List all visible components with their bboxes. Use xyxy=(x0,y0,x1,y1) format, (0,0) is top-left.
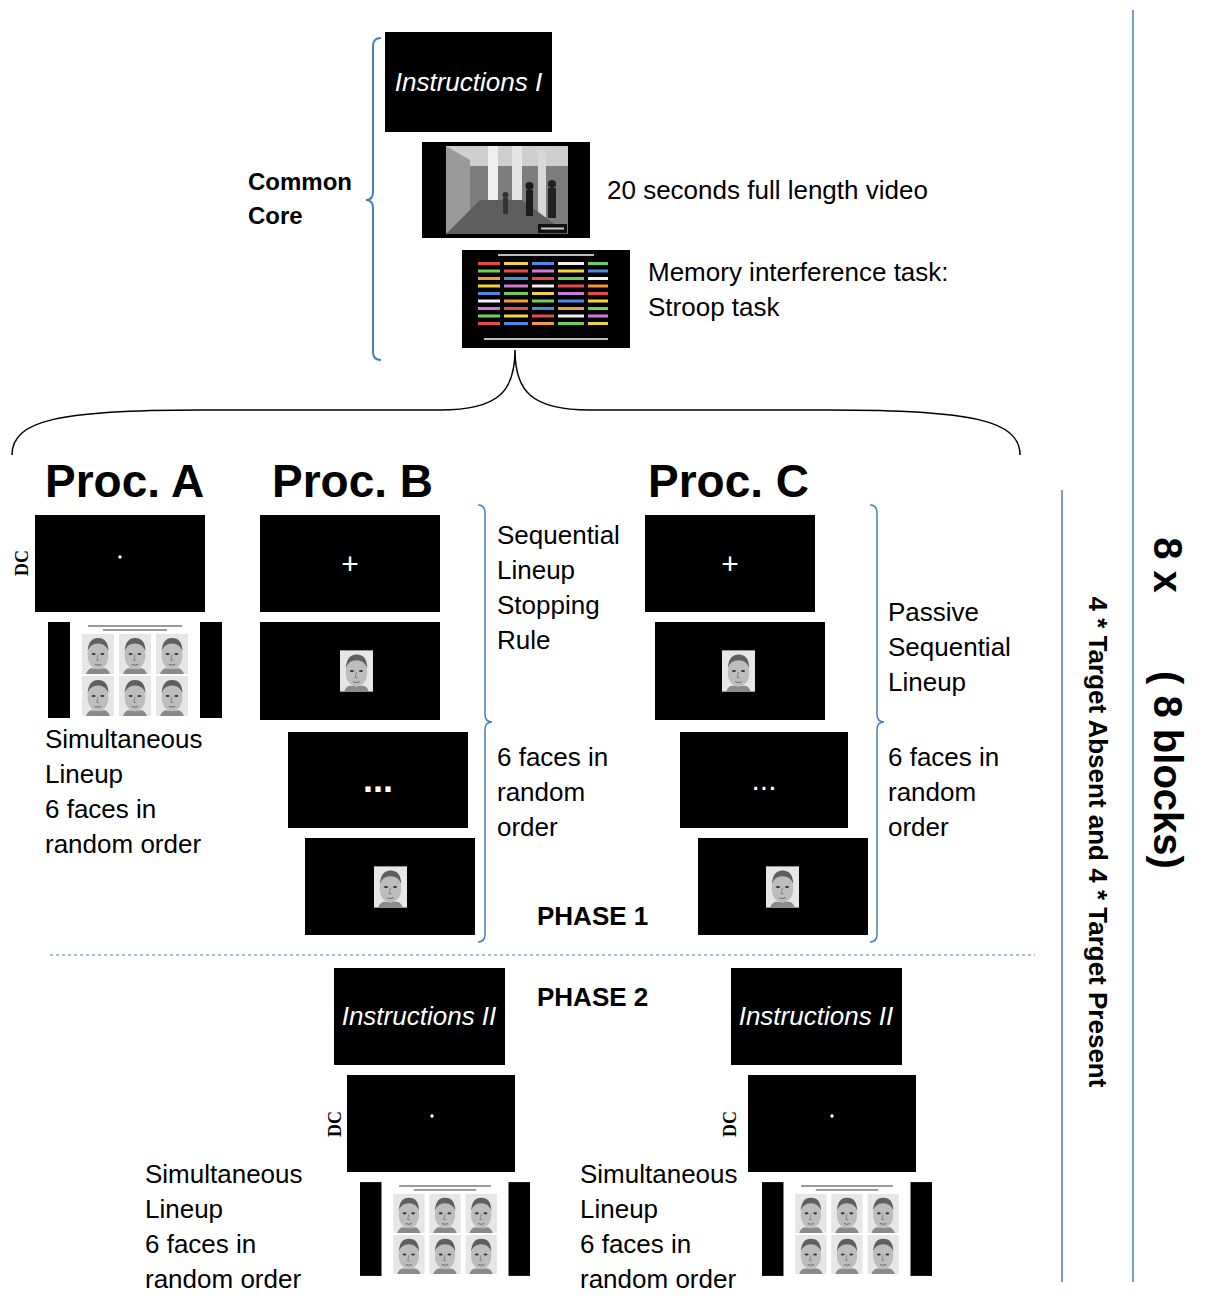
step-bracket xyxy=(478,505,492,942)
procedure-heading: Proc. B xyxy=(272,455,433,508)
fixation-dot xyxy=(830,1114,833,1117)
instruction-screen: Instructions II xyxy=(731,968,902,1065)
face-screen xyxy=(260,622,440,720)
dot-screen xyxy=(35,515,205,612)
timestamp-mark xyxy=(541,228,564,230)
face-photo xyxy=(374,866,407,907)
face-photo xyxy=(722,650,755,691)
lineup-caption: 6 faces in random order xyxy=(580,1227,780,1297)
walker xyxy=(548,188,556,218)
screen-text: Instructions I xyxy=(395,67,542,98)
walker xyxy=(503,198,508,214)
block-rule xyxy=(1132,10,1134,1282)
lineup-caption: 6 faces in random order xyxy=(45,792,245,862)
lineup-caption: Passive Sequential Lineup xyxy=(888,595,1028,700)
text-line xyxy=(498,254,594,256)
lineup-image xyxy=(360,1182,530,1276)
ellipsis-screen: ... xyxy=(680,732,848,828)
ellipsis-screen: ... xyxy=(288,732,468,828)
screen-text: + xyxy=(721,547,739,581)
dc-label: DC xyxy=(720,1111,741,1137)
group-bracket xyxy=(366,38,381,360)
step-caption: Memory interference task: Stroop task xyxy=(648,255,983,325)
lineup-image xyxy=(48,622,222,718)
photo xyxy=(446,146,568,234)
fixation-dot xyxy=(430,1114,433,1117)
phase-label: PHASE 1 xyxy=(537,900,648,932)
face-screen xyxy=(655,622,825,720)
screen-text: Instructions II xyxy=(342,1001,497,1032)
step-caption: 20 seconds full length video xyxy=(607,173,928,208)
lineup-caption: 6 faces in random order xyxy=(888,740,1023,845)
block-count: 8 x xyxy=(1145,537,1191,593)
stroop-screen xyxy=(462,250,630,348)
phase-divider xyxy=(50,954,1035,955)
screen-text: ... xyxy=(751,763,776,797)
walker xyxy=(548,180,556,188)
dc-label: DC xyxy=(12,550,33,576)
lineup-caption: Simultaneous Lineup xyxy=(145,1157,345,1227)
branch-brace xyxy=(12,350,1020,455)
phase-label: PHASE 2 xyxy=(537,981,648,1013)
video-still xyxy=(422,142,590,238)
lineup-caption: Sequential Lineup Stopping Rule xyxy=(497,518,637,658)
screen xyxy=(462,250,630,348)
procedure-heading: Proc. A xyxy=(45,455,204,508)
screen-text: ... xyxy=(363,759,393,801)
block-count: ( 8 blocks) xyxy=(1145,671,1191,869)
colour-words xyxy=(478,262,608,325)
face-photo xyxy=(766,866,799,907)
dot-screen xyxy=(347,1075,515,1172)
walker xyxy=(503,192,509,198)
walker xyxy=(526,182,534,190)
lineup-caption: Simultaneous Lineup xyxy=(45,722,245,792)
screen-text: + xyxy=(341,547,359,581)
timestamp-box xyxy=(538,224,567,233)
fixation-dot xyxy=(118,555,121,558)
lineup-caption: Simultaneous Lineup xyxy=(580,1157,780,1227)
step-bracket xyxy=(870,505,884,942)
fixation-screen: + xyxy=(645,515,815,612)
dc-label: DC xyxy=(325,1111,346,1137)
instruction-screen: Instructions I xyxy=(385,32,552,132)
procedure-heading: Proc. C xyxy=(648,455,809,508)
fixation-screen: + xyxy=(260,515,440,612)
lineup-caption: 6 faces in random order xyxy=(497,740,632,845)
lineup-caption: 6 faces in random order xyxy=(145,1227,345,1297)
pillar xyxy=(538,150,546,220)
trial-rule xyxy=(1061,490,1063,1282)
trial-note: 4 * Target Absent and 4 * Target Present xyxy=(1082,597,1112,1088)
screen xyxy=(422,142,590,238)
text-line xyxy=(484,338,608,340)
dot-screen xyxy=(748,1075,916,1172)
face-screen xyxy=(698,838,868,935)
screen-text: Instructions II xyxy=(739,1001,894,1032)
instruction-screen: Instructions II xyxy=(334,968,505,1065)
face-photo xyxy=(340,650,373,691)
face-screen xyxy=(305,838,475,935)
walker xyxy=(526,190,533,216)
group-label: Common Core xyxy=(248,165,366,233)
lineup-image xyxy=(762,1182,932,1276)
